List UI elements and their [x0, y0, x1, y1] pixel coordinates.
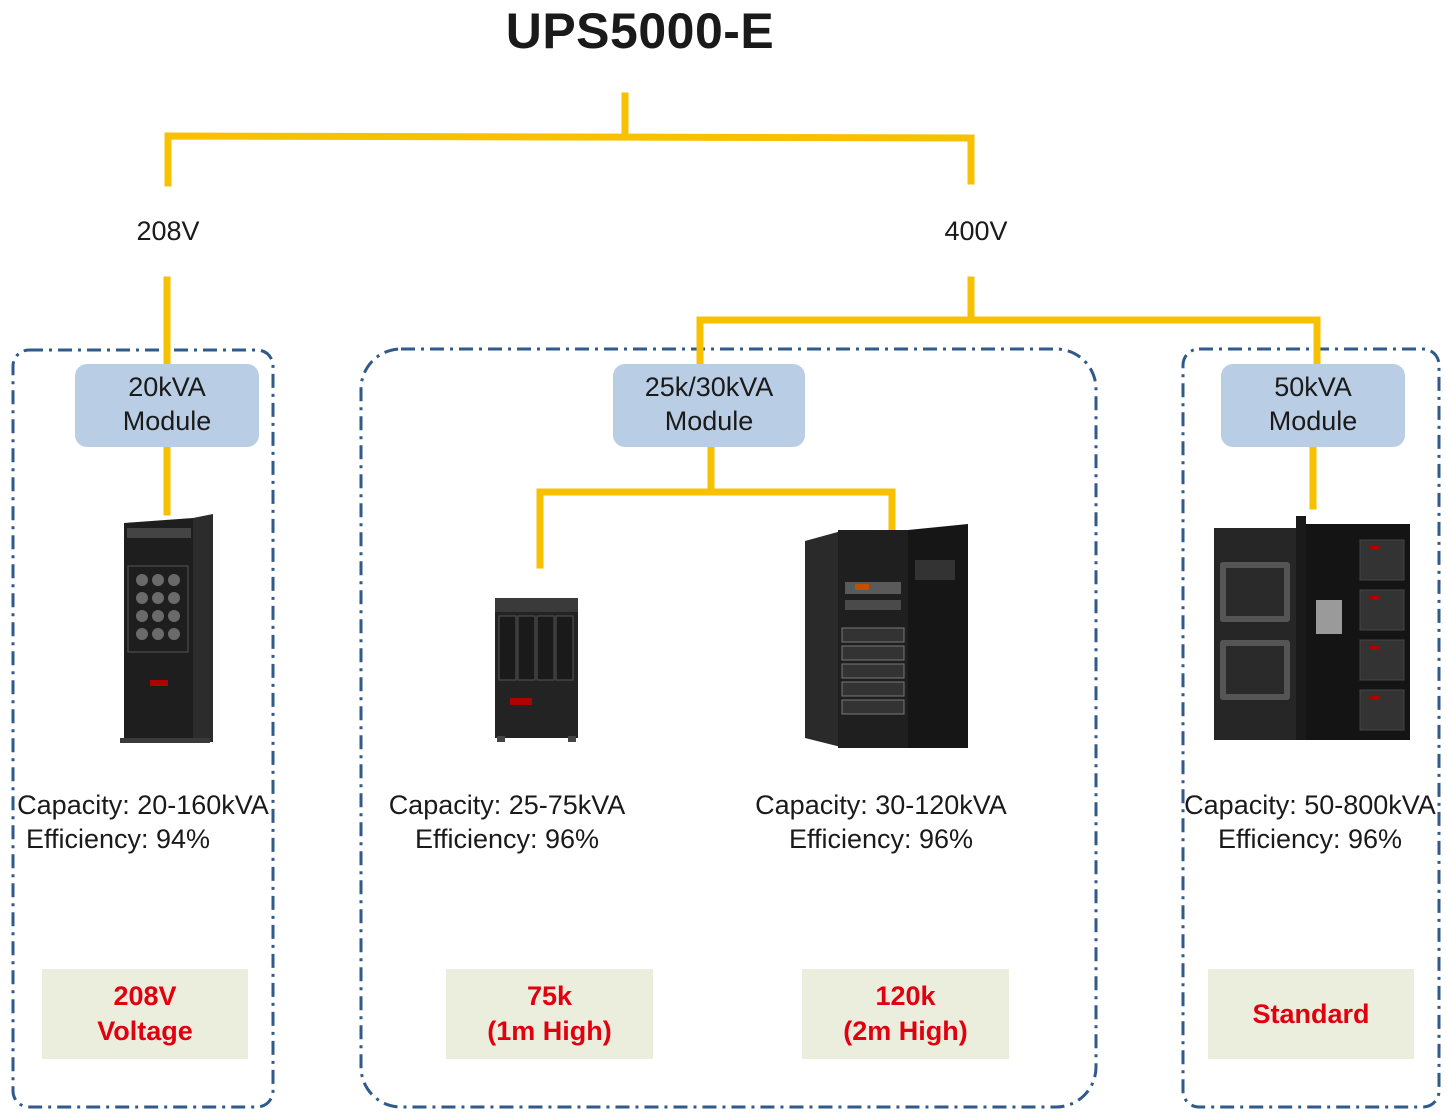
- efficiency-text: Efficiency: 96%: [788, 824, 974, 854]
- module-line1: 25k/30kVA: [644, 372, 774, 402]
- module-line1: 50kVA: [1274, 372, 1352, 402]
- voltage-208v-label: 208V: [136, 216, 200, 246]
- tag-120k: 120k (2m High): [802, 969, 1009, 1059]
- module-line2: Module: [1268, 406, 1358, 436]
- capacity-text: Capacity: 30-120kVA: [755, 790, 1007, 820]
- diagram-title: UPS5000-E: [505, 3, 775, 59]
- efficiency-text: Efficiency: 96%: [1217, 824, 1403, 854]
- product-spec-20k: Capacity: 20-160kVA Efficiency: 94%: [10, 788, 276, 856]
- efficiency-text: Efficiency: 94%: [25, 824, 211, 854]
- module-25k30kva: 25k/30kVA Module: [613, 364, 805, 447]
- capacity-text: Capacity: 25-75kVA: [388, 790, 626, 820]
- tag-line2: (2m High): [843, 1016, 968, 1046]
- module-20kva: 20kVA Module: [75, 364, 259, 447]
- tag-line1: 120k: [875, 981, 936, 1011]
- tag-75k: 75k (1m High): [446, 969, 653, 1059]
- ups-cabinet-icon: [805, 524, 968, 748]
- capacity-text: Capacity: 20-160kVA: [17, 790, 269, 820]
- tag-line1: Standard: [1252, 998, 1370, 1029]
- capacity-text: Capacity: 50-800kVA: [1184, 790, 1436, 820]
- tag-standard: Standard: [1208, 969, 1414, 1059]
- ups-cabinet-icon: [495, 598, 578, 742]
- product-spec-800k: Capacity: 50-800kVA Efficiency: 96%: [1177, 788, 1443, 856]
- module-line2: Module: [122, 406, 212, 436]
- group-box-208v: [11, 348, 275, 1109]
- voltage-400v-label: 400V: [944, 216, 1008, 246]
- connector-400v-bar: [696, 316, 1321, 368]
- efficiency-text: Efficiency: 96%: [414, 824, 600, 854]
- tag-line2: (1m High): [487, 1016, 612, 1046]
- product-spec-75k: Capacity: 25-75kVA Efficiency: 96%: [376, 788, 638, 856]
- module-line1: 20kVA: [128, 372, 206, 402]
- ups-cabinet-icon: [120, 514, 213, 743]
- tag-208v-voltage: 208V Voltage: [42, 969, 248, 1059]
- group-box-25k30k: [359, 347, 1098, 1109]
- group-box-50k: [1181, 347, 1441, 1109]
- tag-line1: 208V: [113, 981, 177, 1011]
- connector-25k-bar: [536, 488, 896, 569]
- tag-line1: 75k: [526, 981, 573, 1011]
- product-spec-120k: Capacity: 30-120kVA Efficiency: 96%: [744, 788, 1018, 856]
- tag-line2: Voltage: [97, 1016, 193, 1046]
- connector-top-bar: [164, 132, 975, 187]
- ups-cabinet-icon: [1214, 516, 1410, 740]
- module-50kva: 50kVA Module: [1221, 364, 1405, 447]
- module-line2: Module: [664, 406, 754, 436]
